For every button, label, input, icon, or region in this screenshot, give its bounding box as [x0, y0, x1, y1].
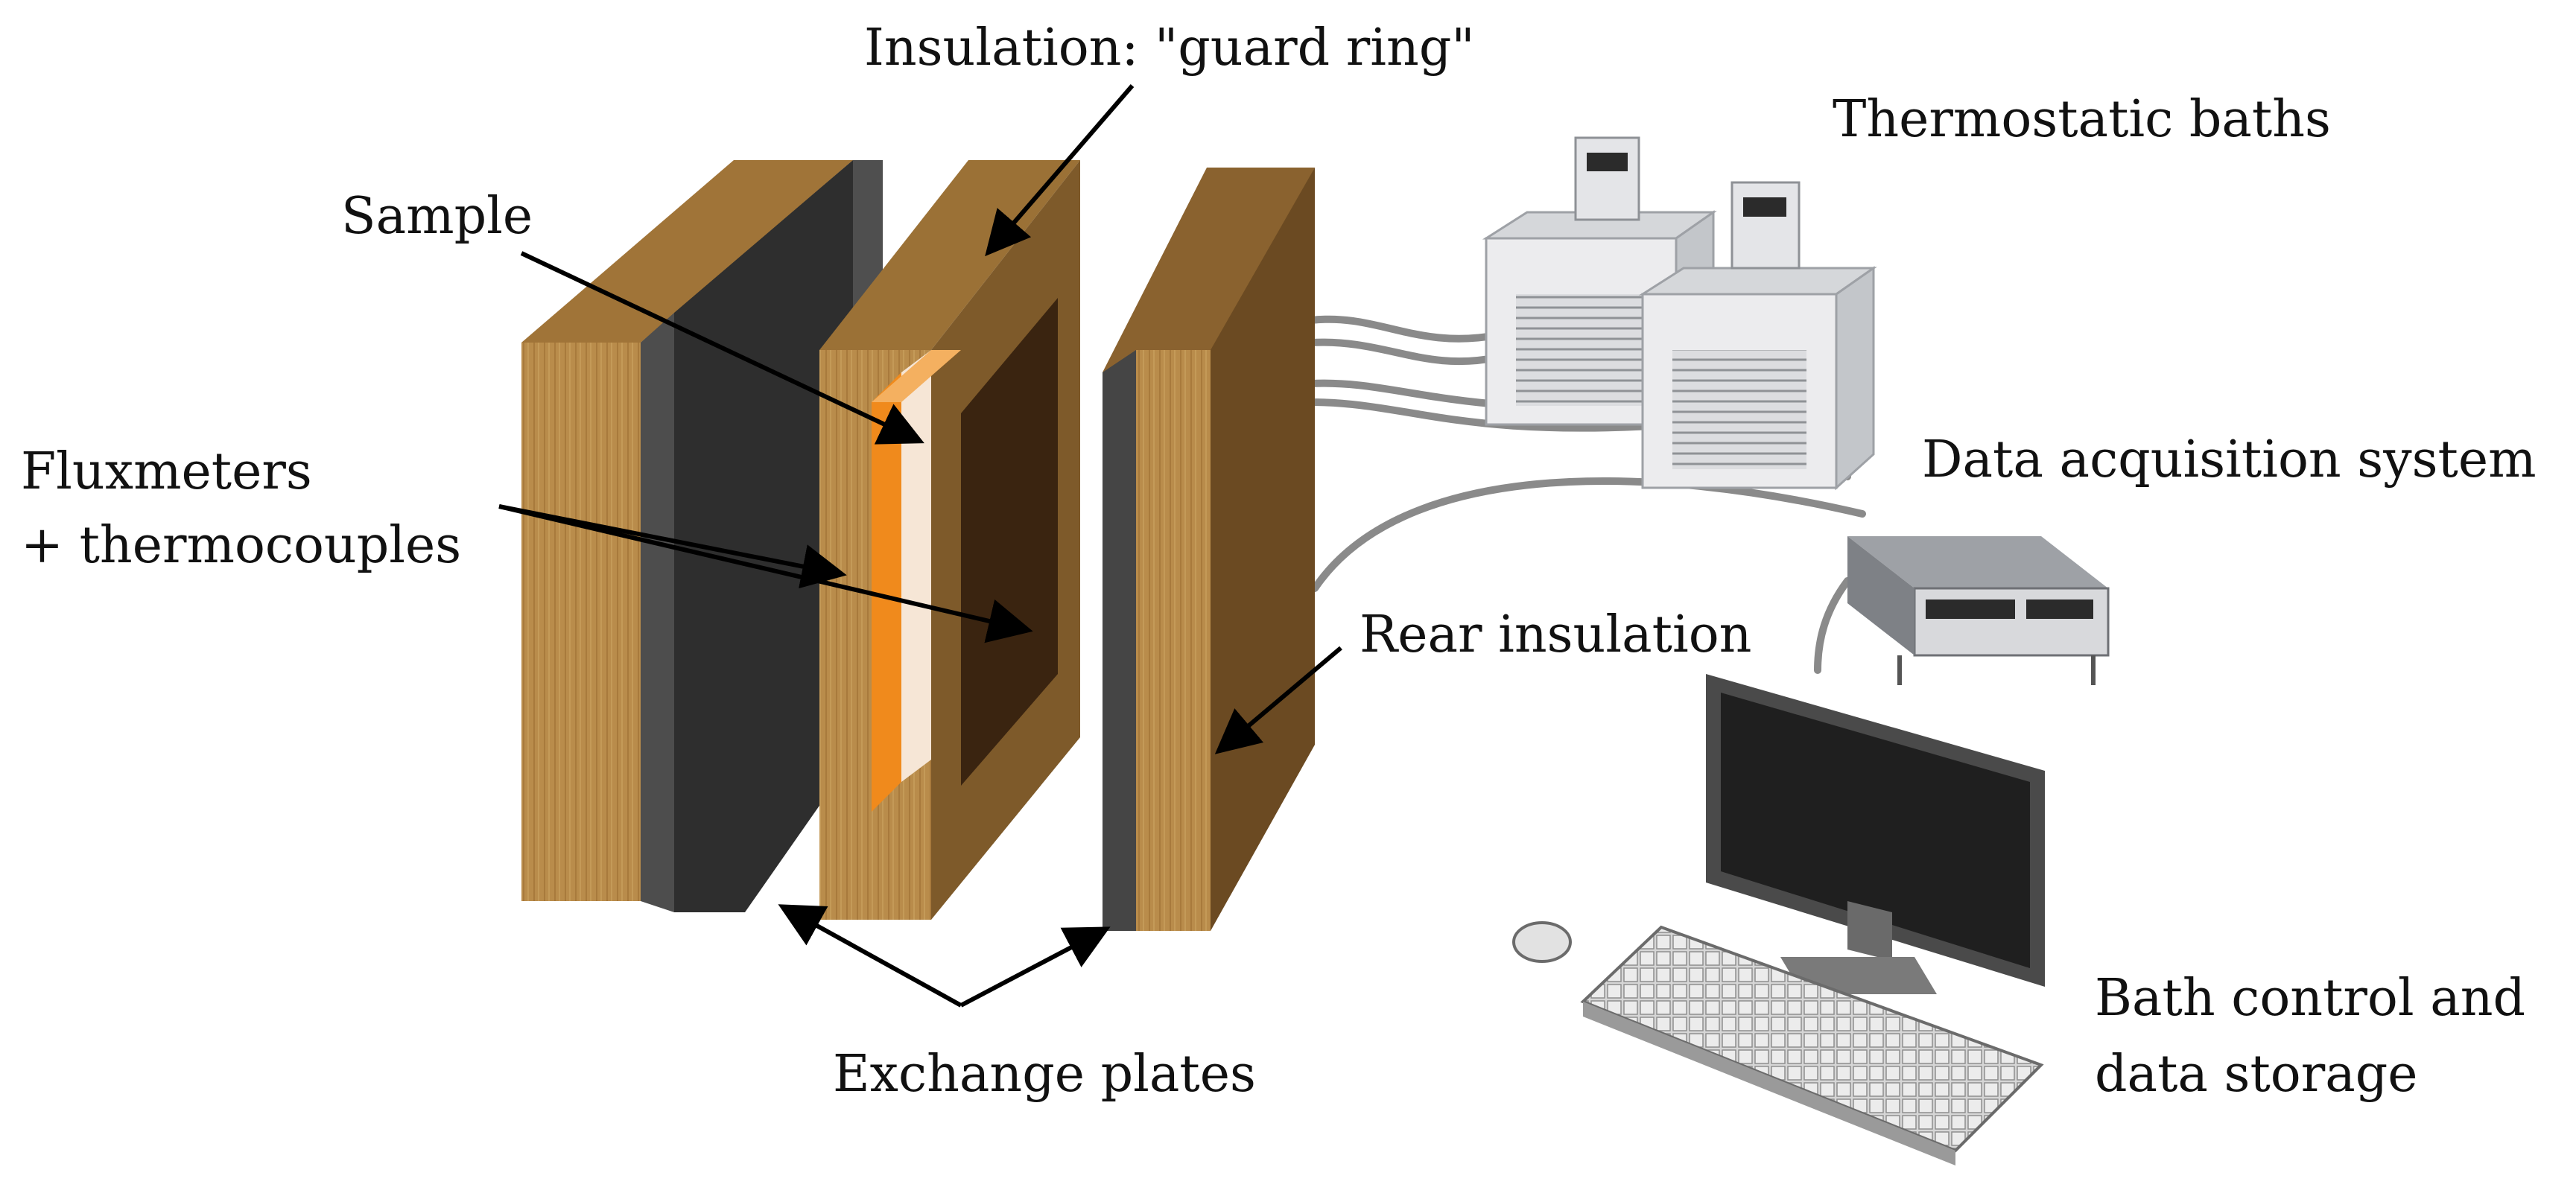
keyboard	[1580, 925, 2044, 1165]
label-bath-control-line2: data storage	[2095, 1045, 2418, 1104]
arrows	[498, 84, 1342, 1008]
arrow-guard-ring	[985, 84, 1135, 257]
arrow-exchange-left	[778, 904, 962, 1008]
arrow-sample	[520, 251, 924, 445]
thermostatic-bath-2	[1638, 181, 1877, 491]
guard-ring-frame	[819, 160, 1080, 920]
label-bath-control-line1: Bath control and	[2095, 969, 2526, 1028]
mouse	[1512, 921, 1572, 963]
label-sample: Sample	[341, 187, 533, 246]
right-exchange-plate	[1103, 168, 1315, 931]
label-bath-control: Bath control and data storage	[2095, 961, 2525, 1113]
label-thermostatic-baths: Thermostatic baths	[1833, 90, 2331, 149]
data-acquisition-device	[1847, 536, 2110, 685]
label-insulation-guard-ring: Insulation: "guard ring"	[864, 19, 1475, 77]
label-data-acquisition-system: Data acquisition system	[1922, 430, 2537, 489]
arrow-exchange-right	[959, 926, 1111, 1008]
label-fluxmeters: Fluxmeters + thermocouples	[21, 436, 461, 582]
monitor	[1706, 674, 2045, 994]
label-fluxmeters-line2: + thermocouples	[21, 515, 462, 575]
label-fluxmeters-line1: Fluxmeters	[21, 442, 312, 501]
label-rear-insulation: Rear insulation	[1360, 605, 1752, 664]
arrow-fluxmeter-2	[498, 504, 1033, 643]
label-exchange-plates: Exchange plates	[833, 1045, 1256, 1104]
arrow-rear-insulation	[1214, 646, 1342, 754]
